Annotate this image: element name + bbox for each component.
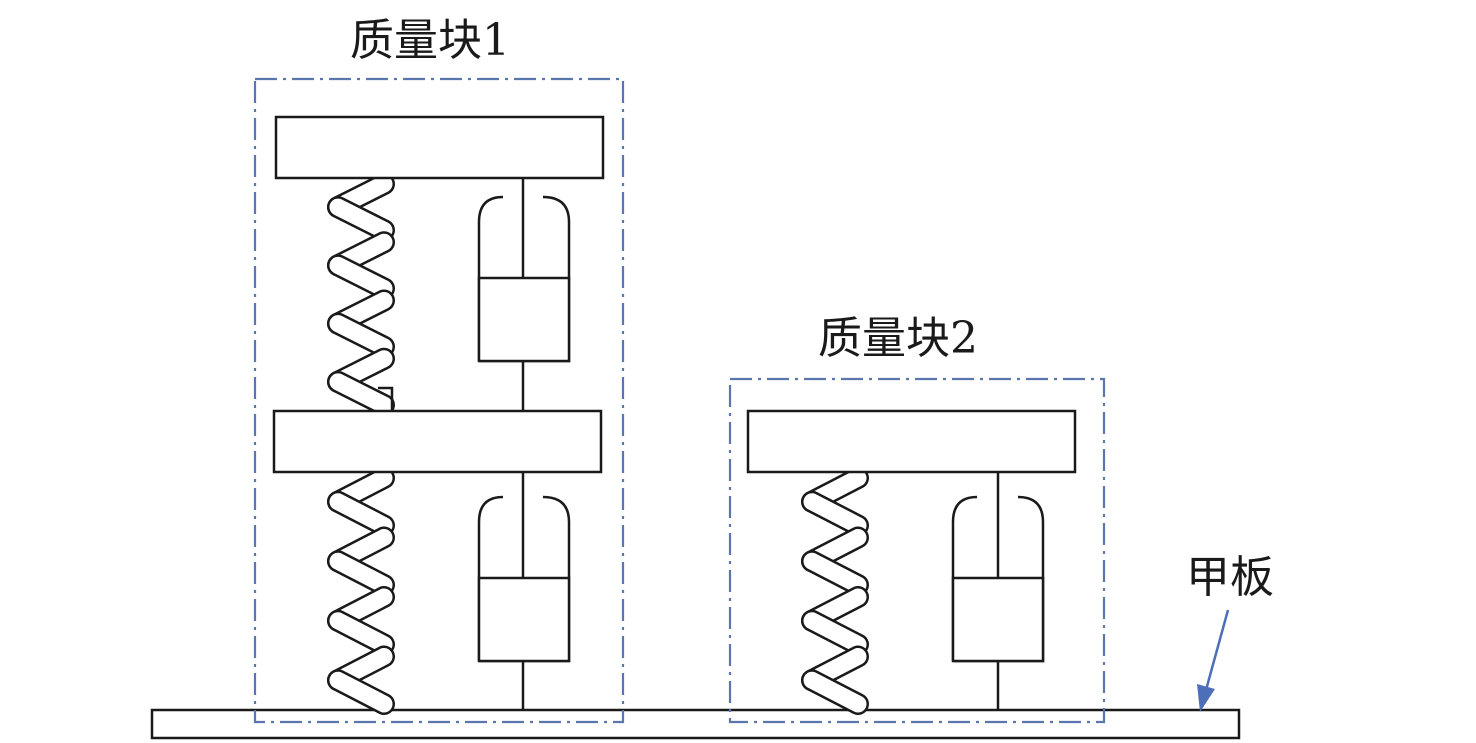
spring-1-lower (327, 467, 395, 715)
mass-block-2-label: 质量块2 (818, 313, 978, 364)
mass-block-2-group (728, 377, 1106, 724)
mass-1-lower-block (272, 409, 603, 474)
deck-plate-label: 甲板 (1186, 552, 1274, 603)
damper-1-lower (477, 472, 571, 710)
mass-1-upper-block (274, 115, 605, 180)
deck-plate (150, 708, 1241, 740)
spring-2 (801, 467, 869, 715)
damper-2 (951, 472, 1045, 710)
spring-1-end-tab (378, 386, 394, 411)
mass-block-1-label: 质量块1 (350, 15, 510, 66)
spring-1-upper (327, 173, 395, 416)
deck-arrow (1197, 609, 1230, 712)
mass-2-block (746, 409, 1077, 474)
mass-block-1-group (253, 77, 625, 724)
damper-1-upper (477, 178, 571, 411)
